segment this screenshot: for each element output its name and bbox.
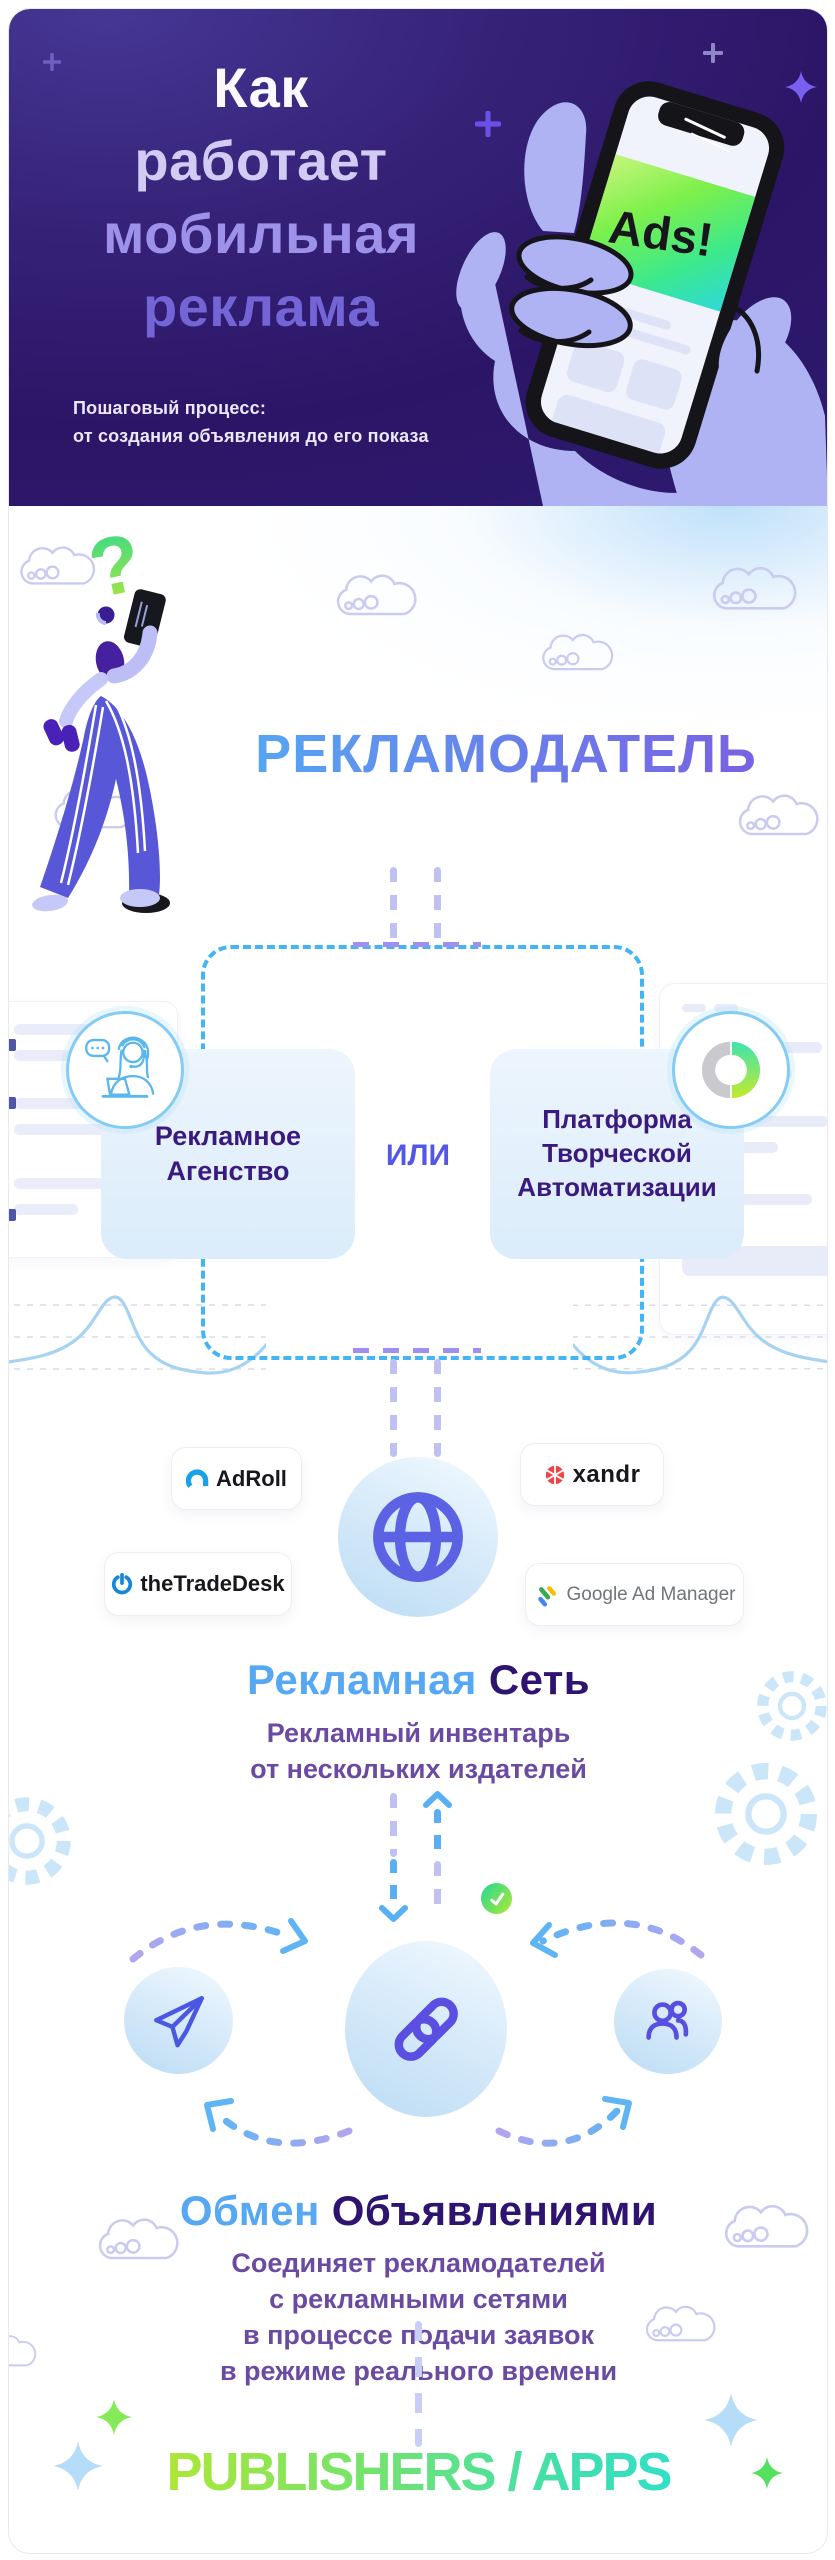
logo-google-ad-manager: Google Ad Manager: [525, 1563, 744, 1626]
paper-plane-icon: [153, 1995, 204, 2047]
publishers-title: PUBLISHERS / APPS: [9, 2441, 827, 2503]
ad-network-subtitle-line: от нескольких издателей: [250, 1754, 587, 1784]
audience-node: [614, 1969, 722, 2074]
ad-exchange-subtitle-line: Соединяет рекламодателей: [231, 2248, 606, 2278]
ui-chip: [9, 1097, 16, 1109]
hand-phone-illustration: Ads!: [456, 81, 827, 506]
or-label: ИЛИ: [385, 1139, 451, 1172]
link-icon: [394, 1997, 458, 2061]
cloud-icon: [733, 789, 825, 844]
advertiser-title: РЕКЛАМОДАТЕЛЬ: [176, 723, 827, 785]
dashed-connector: [390, 867, 397, 943]
ad-network-node: [338, 1457, 498, 1617]
dashed-connector: [390, 1359, 397, 1457]
cloud-icon: [93, 2213, 185, 2268]
thetradedesk-icon: [112, 1573, 133, 1595]
cloud-icon: [719, 2199, 815, 2257]
arrow-down-icon: [379, 1905, 408, 1922]
header-banner: Как работает мобильная реклама Пошаговый…: [9, 9, 827, 506]
automation-badge: [672, 1011, 790, 1129]
google-ad-manager-icon: [538, 1585, 557, 1607]
ad-exchange-node: [345, 1941, 507, 2117]
page-title-line: мобильная: [102, 202, 420, 265]
logo-adroll: AdRoll: [171, 1447, 302, 1510]
agency-badge: [66, 1011, 184, 1129]
infographic-card: Как работает мобильная реклама Пошаговый…: [8, 8, 828, 2554]
dashed-connector: [434, 1359, 441, 1457]
page-subtitle-line: от создания объявления до его показа: [73, 425, 429, 446]
dashed-connector: [390, 1793, 397, 1857]
logo-label: AdRoll: [216, 1465, 287, 1491]
platform-label-line: Автоматизации: [517, 1171, 717, 1202]
dashed-connector: [390, 1859, 397, 1907]
gear-icon: [749, 1663, 828, 1749]
people-icon: [646, 2000, 689, 2040]
ad-exchange-title-accent: Обмен: [179, 2187, 320, 2234]
dashed-connector: [434, 1861, 441, 1909]
ad-network-subtitle-line: Рекламный инвентарь: [266, 1718, 571, 1748]
dashed-connector: [434, 1809, 441, 1859]
plus-sparkle-icon: [43, 53, 61, 71]
advertiser-person-illustration: ?: [32, 521, 170, 913]
agency-label-line: Рекламное: [154, 1120, 302, 1151]
ad-network-title-rest: Сеть: [488, 1656, 590, 1703]
donut-chart-icon: [701, 1041, 761, 1099]
page-title-line: реклама: [142, 275, 380, 338]
page-title-line: работает: [134, 129, 388, 192]
send-node: [124, 1967, 233, 2074]
exchange-flow-arrows: [129, 1918, 705, 2147]
logo-label: Google Ad Manager: [566, 1583, 736, 1605]
cloud-icon: [707, 561, 803, 619]
dashed-accent: [353, 942, 481, 947]
cloud-icon: [537, 629, 619, 678]
ad-exchange-subtitle-line: с рекламными сетями: [269, 2284, 568, 2314]
ui-chip: [9, 1039, 16, 1051]
xandr-icon: [545, 1465, 564, 1484]
platform-label-line: Платформа: [542, 1104, 692, 1135]
dashed-connector: [434, 867, 441, 943]
creative-platform-box: Платформа Творческой Автоматизации: [490, 1049, 744, 1259]
arrow-up-icon: [423, 1791, 452, 1808]
ad-exchange-title-rest: Объявлениями: [331, 2187, 658, 2234]
globe-icon: [373, 1492, 463, 1582]
logo-label: xandr: [572, 1460, 641, 1488]
arrowhead: [280, 1918, 308, 1954]
platform-label-line: Творческой: [542, 1138, 692, 1169]
support-agent-icon: [85, 1036, 155, 1098]
page-subtitle: Пошаговый процесс: от создания объявлени…: [73, 395, 429, 451]
adroll-icon: [186, 1469, 209, 1488]
star-sparkle-icon: [704, 2393, 758, 2447]
page-subtitle-line: Пошаговый процесс:: [73, 398, 267, 418]
logo-thetradedesk: theTradeDesk: [104, 1552, 292, 1616]
agency-label-line: Агенство: [166, 1156, 290, 1186]
ad-network-subtitle: Рекламный инвентарь от нескольких издате…: [9, 1715, 827, 1787]
page-title-line: Как: [213, 56, 309, 119]
dashed-connector: [415, 2321, 422, 2447]
page-title: Как работает мобильная реклама: [46, 51, 476, 343]
star-sparkle-icon: [96, 2399, 132, 2435]
ui-chip: [9, 1209, 16, 1221]
logo-label: theTradeDesk: [140, 1571, 285, 1596]
ad-network-title-accent: Рекламная: [247, 1656, 477, 1703]
cloud-icon: [331, 569, 423, 624]
logo-xandr: xandr: [520, 1443, 664, 1506]
cloud-icon: [641, 2301, 721, 2349]
dashed-accent: [353, 1348, 481, 1353]
check-badge: [479, 1881, 514, 1916]
cloud-icon: [8, 2331, 41, 2373]
checkmark-icon: [489, 1892, 504, 1905]
